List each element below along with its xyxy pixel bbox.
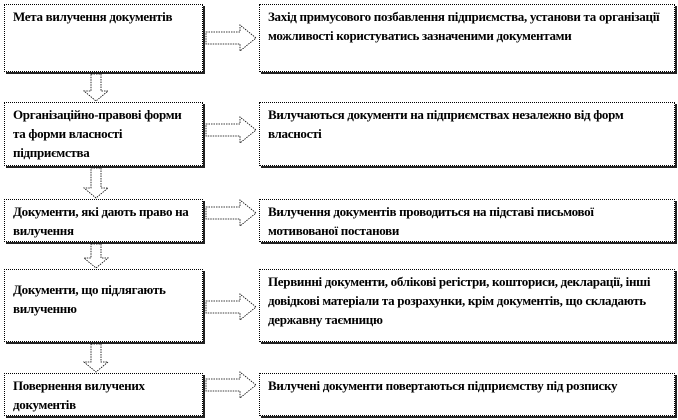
right-arrow-icon [205, 116, 257, 144]
left-box-grounds: Документи, які дають право на вилучення [4, 199, 203, 242]
right-box-return: Вилучені документи повертаються підприєм… [259, 373, 675, 416]
right-box-grounds: Вилучення документів проводиться на підс… [259, 199, 675, 242]
down-arrow-icon [82, 167, 110, 199]
left-box-subject: Документи, що підлягають вилученню [4, 269, 203, 342]
right-arrow-icon [205, 24, 257, 52]
right-arrow-icon [205, 371, 257, 399]
left-box-return: Повернення вилучених документів [4, 373, 203, 416]
left-box-purpose: Мета вилучення документів [4, 4, 203, 72]
down-arrow-icon [82, 73, 110, 102]
right-arrow-icon [205, 293, 257, 321]
down-arrow-icon [82, 343, 110, 373]
left-box-ownership: Організаційно-правові форми та форми вла… [4, 102, 203, 166]
right-box-purpose: Захід примусового позбавлення підприємст… [259, 4, 675, 72]
right-box-ownership: Вилучаються документи на підприємствах н… [259, 102, 675, 166]
right-arrow-icon [205, 199, 257, 227]
down-arrow-icon [82, 243, 110, 269]
right-box-subject: Первинні документи, облікові регістри, к… [259, 269, 675, 342]
